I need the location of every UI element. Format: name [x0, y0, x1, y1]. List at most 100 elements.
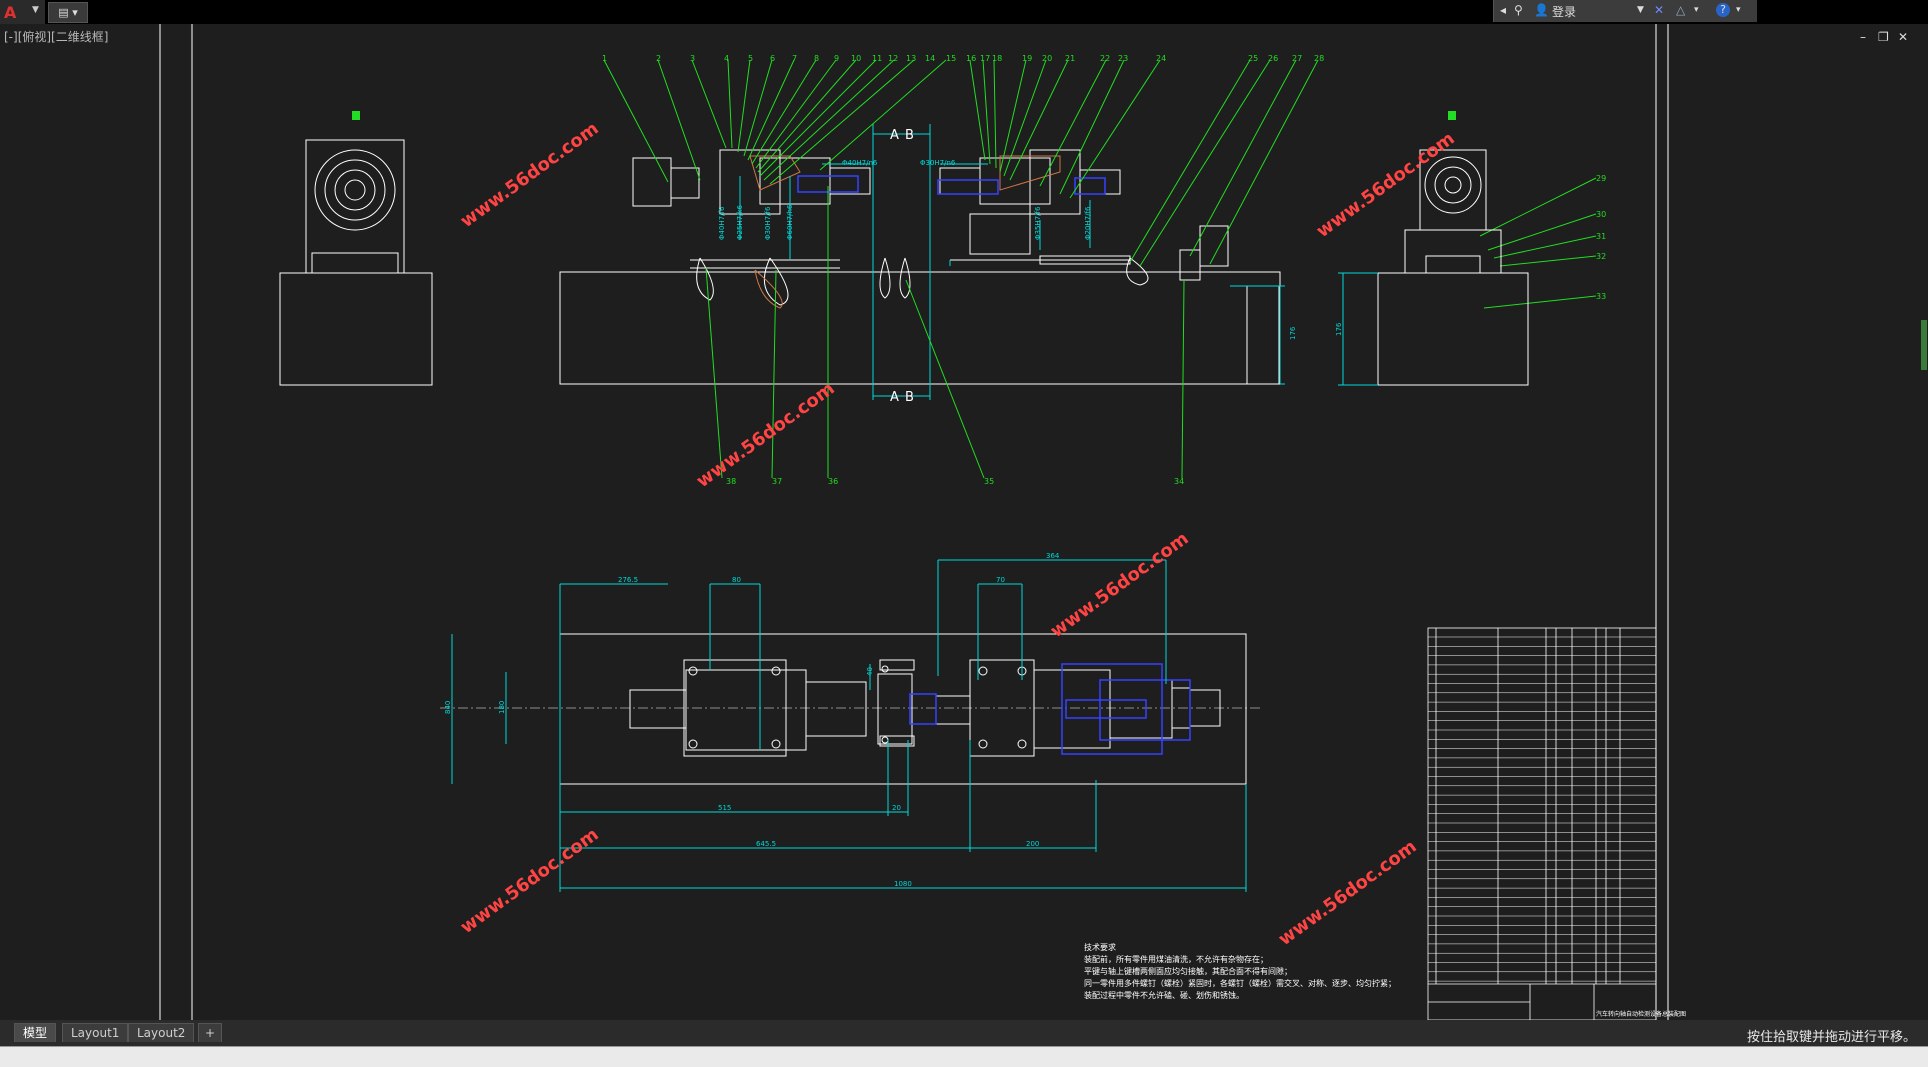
side-marker	[352, 111, 360, 120]
parts-list-rows	[1428, 636, 1656, 982]
parts-list-table	[1427, 627, 1657, 1020]
tab-model[interactable]: 模型	[14, 1023, 57, 1042]
part-label: 19	[1022, 54, 1032, 63]
watermark-text: www.56doc.com	[1047, 528, 1193, 642]
watermark-text: www.56doc.com	[693, 378, 839, 492]
right-view-dimensions: 176	[1335, 272, 1378, 386]
part-label: 25	[1248, 54, 1258, 63]
part-label: 12	[888, 54, 898, 63]
part-number-labels: 1 2 3 4 5 6 7 8 9 10 11 12 13 14 15 16 1…	[602, 54, 1606, 486]
restore-icon[interactable]: ❐	[1878, 30, 1889, 44]
front-view-hidden-lines	[797, 175, 1106, 195]
top-title-bar: A ▼ ▤ ▾ ◂ ⚲ 👤 登录 ▼ ✕ △ ▾ ? ▾	[0, 0, 1928, 24]
part-label: 18	[992, 54, 1002, 63]
section-label-a-top: A	[890, 128, 899, 143]
front-view-section-hatch	[749, 155, 1061, 309]
add-layout-button[interactable]: +	[198, 1023, 223, 1042]
document-icon: ▤	[58, 6, 69, 19]
technical-requirements: 技术要求 装配前，所有零件用煤油清洗，不允许有杂物存在； 平键与轴上键槽两侧面应…	[1084, 942, 1396, 1000]
fit-label: Φ60H7/h6	[786, 204, 794, 240]
part-label: 38	[726, 477, 736, 486]
quick-access-toolbar-button[interactable]: ▤ ▾	[48, 2, 88, 23]
tech-notes-title: 技术要求	[1084, 942, 1116, 952]
autocad-logo-icon: A	[4, 3, 17, 22]
drawing-canvas[interactable]: A B A B Φ40H7/n6 Φ30H7/n6 Φ40H7/f6 Φ25H7…	[0, 24, 1928, 1020]
status-bar-strip	[0, 1046, 1928, 1067]
title-block-name: 汽车转向轴自动检测设备总装配图	[1596, 1010, 1686, 1018]
leader-lines	[603, 59, 1597, 479]
section-label-a-bottom: A	[890, 390, 899, 405]
part-label: 20	[1042, 54, 1052, 63]
chevron-down-icon: ▾	[72, 6, 78, 19]
front-view	[559, 133, 1281, 385]
part-label: 22	[1100, 54, 1110, 63]
plan-view-dimensions	[451, 559, 1247, 892]
part-label: 11	[872, 54, 882, 63]
part-label: 10	[851, 54, 861, 63]
plan-dimension-values: 276.5 80 364 70 840 180 515 20 645.5 200…	[444, 552, 1060, 888]
part-label: 6	[770, 54, 775, 63]
chevron-left-icon[interactable]: ◂	[1500, 3, 1507, 17]
plan-view	[559, 633, 1247, 785]
part-label: 17	[980, 54, 990, 63]
drawing-frame	[159, 24, 1669, 1020]
infocenter-bar: ◂ ⚲ 👤 登录 ▼ ✕ △ ▾ ? ▾	[1493, 0, 1757, 22]
chevron-down-icon[interactable]: ▼	[1637, 5, 1644, 15]
fit-label: Φ30H7/n6	[920, 159, 956, 167]
dim-value: 40	[866, 667, 874, 676]
part-label: 14	[925, 54, 935, 63]
watermark-text: www.56doc.com	[1313, 128, 1459, 242]
tab-layout1[interactable]: Layout1	[62, 1023, 129, 1042]
chevron-down-icon[interactable]: ▾	[1694, 5, 1699, 15]
close-icon[interactable]: ✕	[1898, 30, 1909, 44]
fit-tolerance-labels: Φ40H7/n6 Φ30H7/n6 Φ40H7/f6 Φ25H7/k6 Φ30H…	[718, 159, 1297, 340]
part-label: 31	[1596, 232, 1606, 241]
autodesk-a360-icon[interactable]: △	[1676, 3, 1686, 17]
part-label: 28	[1314, 54, 1324, 63]
chevron-down-icon[interactable]: ▾	[1736, 5, 1741, 15]
side-marker	[1448, 111, 1456, 120]
part-label: 33	[1596, 292, 1606, 301]
fit-label: Φ35H7/f6	[1034, 206, 1042, 240]
tech-note: 装配前，所有零件用煤油清洗，不允许有杂物存在；	[1084, 954, 1268, 964]
part-label: 32	[1596, 252, 1606, 261]
tech-note: 平键与轴上键槽两侧面应均匀接触，其配合面不得有间隙；	[1084, 966, 1292, 976]
login-link[interactable]: 登录	[1552, 5, 1577, 19]
part-label: 37	[772, 477, 782, 486]
application-menu-button[interactable]: A ▼	[0, 0, 45, 24]
minimize-icon[interactable]: –	[1860, 30, 1866, 44]
fit-label: Φ40H7/n6	[842, 159, 878, 167]
watermark-text: www.56doc.com	[1275, 836, 1421, 950]
part-label: 7	[792, 54, 797, 63]
dim-value: 364	[1046, 552, 1060, 560]
tab-layout2[interactable]: Layout2	[128, 1023, 195, 1042]
tech-note: 装配过程中零件不允许磕、碰、划伤和锈蚀。	[1084, 990, 1244, 1000]
part-label: 8	[814, 54, 819, 63]
part-label: 27	[1292, 54, 1302, 63]
dim-value: 176	[1289, 326, 1297, 340]
viewport-controls-label[interactable]: [-][俯视][二维线框]	[4, 30, 109, 44]
dim-value: 276.5	[618, 576, 638, 584]
watermark-text: www.56doc.com	[457, 118, 603, 232]
dim-value: 80	[732, 576, 741, 584]
exchange-apps-icon[interactable]: ✕	[1654, 3, 1665, 17]
dim-value: 20	[892, 804, 901, 812]
dim-value: 515	[718, 804, 731, 812]
help-icon[interactable]: ?	[1716, 3, 1730, 17]
part-label: 24	[1156, 54, 1166, 63]
user-icon: 👤	[1534, 3, 1549, 17]
dim-value: 1080	[894, 880, 912, 888]
watermarks: www.56doc.com www.56doc.com www.56doc.co…	[457, 118, 1459, 950]
part-label: 30	[1596, 210, 1606, 219]
front-view-dimensions	[739, 124, 1285, 400]
part-label: 34	[1174, 477, 1184, 486]
fit-label: Φ30H7/f6	[764, 206, 772, 240]
part-label: 13	[906, 54, 916, 63]
status-message: 按住拾取键并拖动进行平移。	[1746, 1030, 1916, 1045]
part-label: 2	[656, 54, 661, 63]
dim-value: 840	[444, 701, 452, 714]
scrollbar-handle[interactable]	[1921, 320, 1927, 370]
left-side-view	[279, 139, 433, 386]
binoculars-icon[interactable]: ⚲	[1514, 3, 1523, 17]
part-label: 1	[602, 54, 607, 63]
